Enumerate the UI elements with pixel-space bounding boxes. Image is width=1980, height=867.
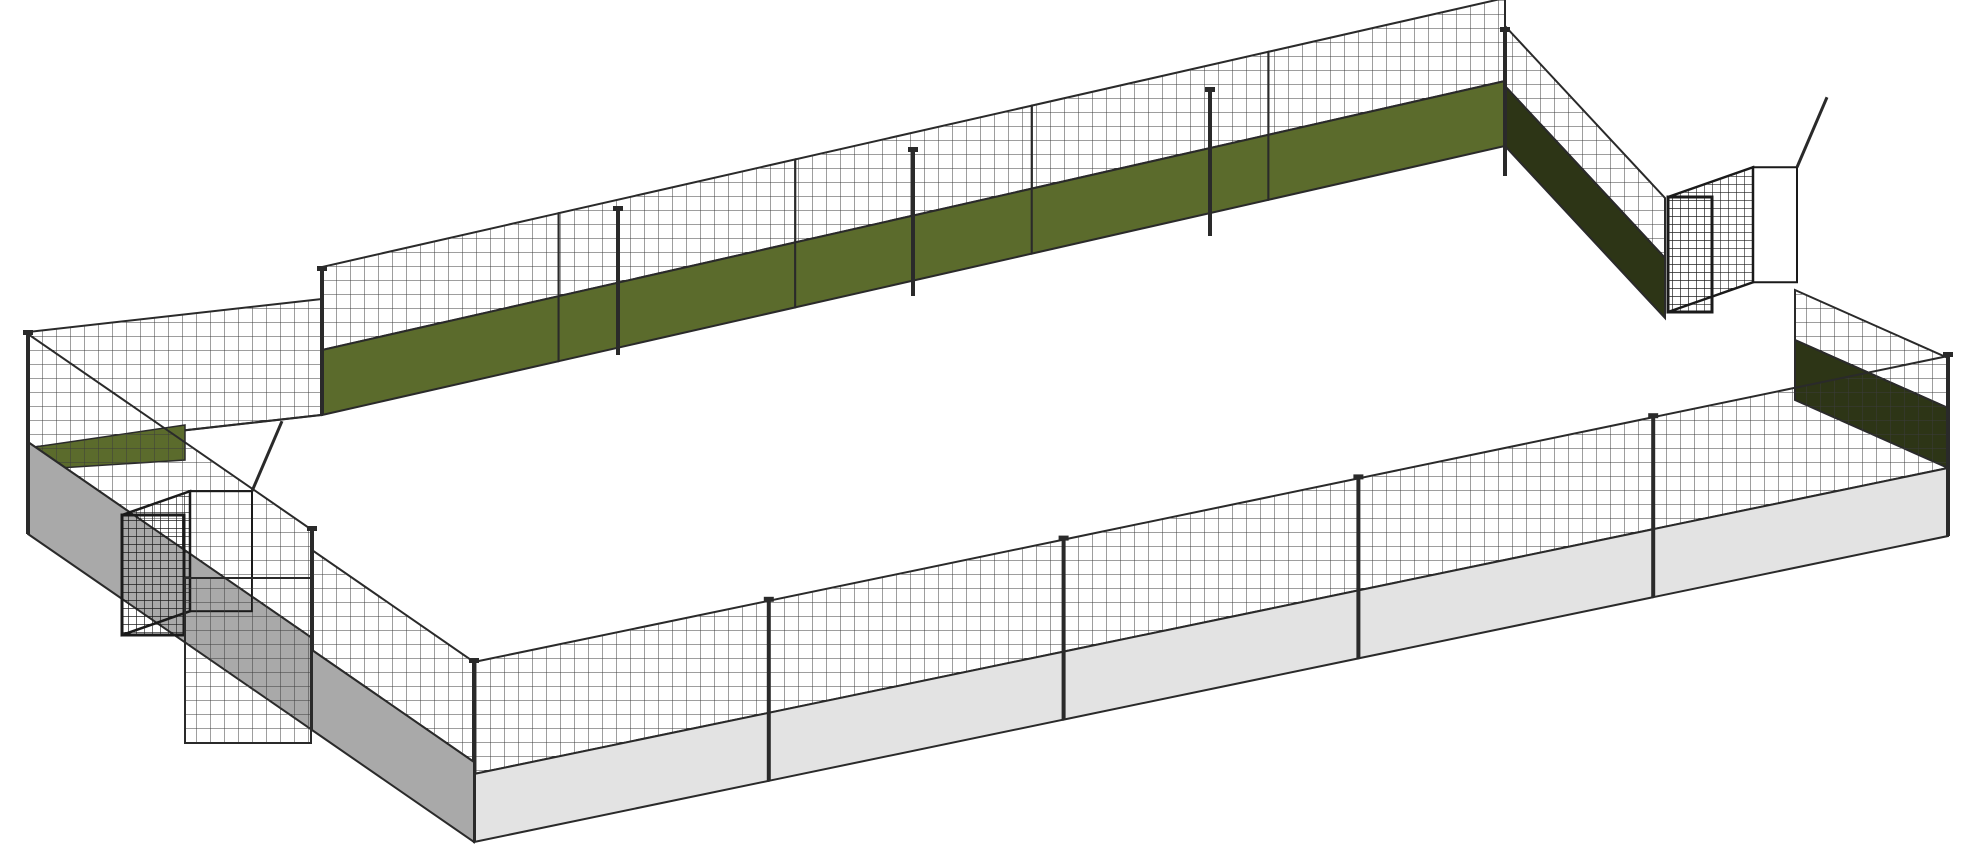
left-end-post-cap	[307, 526, 317, 531]
near-post-5-cap	[1943, 352, 1953, 357]
near-post-0-cap	[469, 658, 479, 663]
goal-net-right	[1666, 96, 1829, 314]
goals	[120, 96, 1829, 744]
near-fence	[23, 330, 1953, 844]
near-wall-segment	[767, 538, 1065, 783]
left-corner-post-cap	[23, 330, 33, 335]
far-post-2-cap	[908, 147, 918, 152]
near-post-3-cap	[1353, 474, 1364, 480]
far-post-1-cap	[613, 206, 623, 211]
far-wall-segment	[321, 211, 560, 417]
goal-net-left	[120, 420, 284, 637]
near-wall-segment	[1357, 415, 1655, 660]
near-wall-segment	[473, 599, 770, 844]
near-post-1-cap	[763, 596, 774, 602]
far-post-0-cap	[317, 266, 327, 271]
far-wall-segment	[1030, 50, 1270, 255]
goal-net-right-front	[1666, 195, 1714, 314]
far-fence	[27, 0, 1949, 471]
goal-left-surround	[184, 577, 312, 744]
goal-net-left-strut	[250, 420, 284, 492]
near-post-4-cap	[1648, 413, 1659, 419]
goal-net-right-back	[1752, 166, 1798, 284]
far-post-4-cap	[1500, 27, 1510, 32]
near-wall-segment	[1062, 477, 1360, 721]
far-post-3-cap	[1205, 87, 1215, 92]
far-wall-segment	[557, 158, 797, 363]
near-wall-segment	[1652, 354, 1949, 599]
near-post-2-cap	[1058, 535, 1069, 541]
goal-net-left-front	[120, 513, 186, 637]
far-wall-segment	[1267, 0, 1506, 202]
goal-net-right-strut	[1795, 96, 1829, 168]
near-left-corner-wall	[311, 548, 475, 844]
right-end-wall-upper	[1504, 23, 1666, 321]
